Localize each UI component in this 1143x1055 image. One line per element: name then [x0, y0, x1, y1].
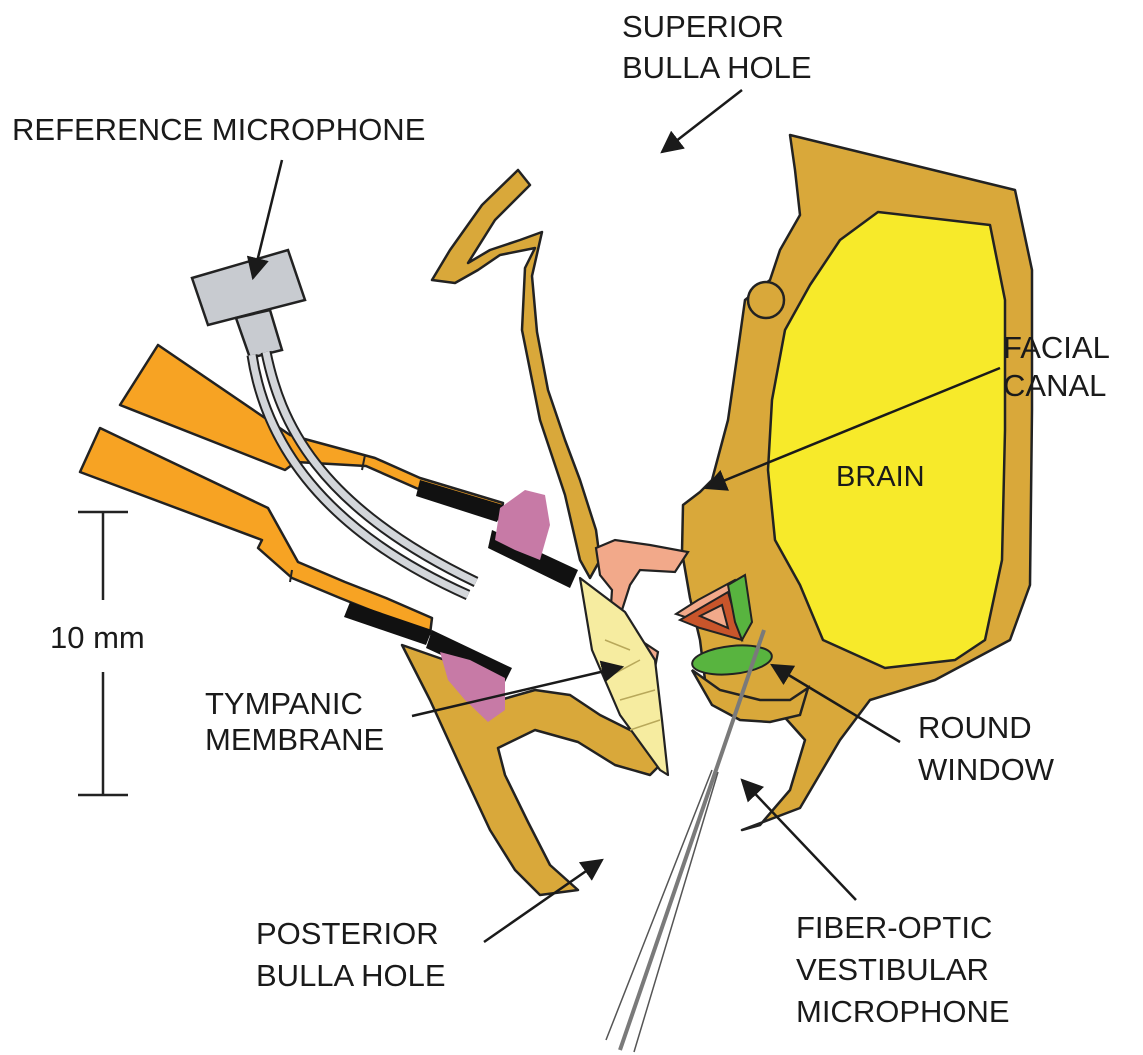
label-round-window: ROUND WINDOW: [918, 710, 1055, 787]
reference-microphone-body: [192, 250, 305, 325]
arrow-superior-bulla-hole: [662, 90, 742, 152]
label-posterior-bulla-hole: POSTERIOR BULLA HOLE: [256, 916, 447, 993]
label-tympanic-membrane: TYMPANIC MEMBRANE: [205, 686, 384, 757]
fiber-optic-sheath-left: [606, 770, 712, 1040]
label-fiber-optic-vestibular-microphone: FIBER-OPTIC VESTIBULAR MICROPHONE: [796, 910, 1010, 1029]
reference-microphone-neck: [236, 310, 282, 358]
bone-nodule: [748, 282, 784, 318]
label-scale: 10 mm: [50, 620, 145, 655]
label-brain: BRAIN: [836, 461, 925, 493]
fiber-optic-sheath-right: [634, 772, 718, 1052]
label-reference-microphone: REFERENCE MICROPHONE: [12, 112, 425, 147]
label-superior-bulla-hole: SUPERIOR BULLA HOLE: [622, 9, 812, 85]
